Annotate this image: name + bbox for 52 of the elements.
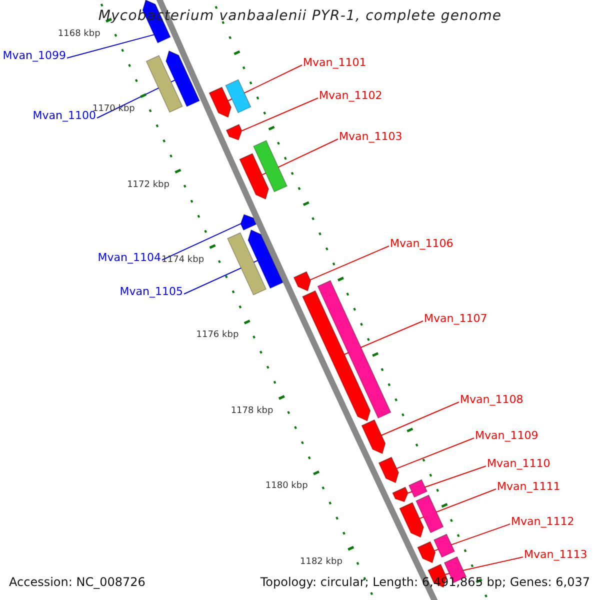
gene-feature — [361, 419, 386, 454]
gene-feature — [248, 229, 284, 289]
gene-label: Mvan_1113 — [524, 548, 588, 562]
feature-bar — [408, 479, 428, 498]
tick-label: 1174 kbp — [162, 254, 204, 268]
gene-feature — [240, 214, 257, 231]
feature-bar — [146, 54, 183, 113]
gene-feature — [392, 486, 408, 502]
gene-label: Mvan_1106 — [390, 237, 454, 251]
tick-label: 1178 kbp — [230, 404, 274, 418]
gene-label: Mvan_1110 — [487, 457, 550, 471]
leader-line — [396, 438, 474, 469]
feature-bar — [225, 79, 252, 114]
gene-feature — [378, 456, 400, 484]
tick-label: 1182 kbp — [300, 556, 342, 569]
gene-feature — [399, 502, 424, 538]
leader-line — [162, 223, 242, 260]
tick-label: 1168 kbp — [58, 28, 100, 41]
gene-feature — [166, 50, 200, 108]
tick-label: 1180 kbp — [265, 480, 308, 494]
feature-bar — [317, 280, 392, 419]
accession-text: Accession: NC_008726 — [9, 575, 146, 589]
leader-line — [434, 524, 510, 552]
gene-feature — [302, 290, 371, 422]
leader-line — [66, 34, 154, 58]
leader-line — [408, 466, 486, 494]
gene-label: Mvan_1108 — [460, 393, 524, 407]
feature-bar — [226, 232, 267, 296]
gene-feature — [208, 86, 232, 118]
feature-bar — [415, 494, 444, 534]
gene-feature — [226, 124, 242, 141]
gene-feature — [293, 271, 312, 292]
gene-label: Mvan_1103 — [339, 130, 402, 144]
gene-label: Mvan_1101 — [303, 56, 366, 70]
feature-bar — [433, 534, 456, 558]
feature-bar — [252, 140, 288, 192]
gene-label: Mvan_1109 — [475, 429, 538, 443]
leader-line — [310, 246, 390, 280]
gene-label: Mvan_1105 — [120, 285, 183, 299]
tick-label: 1172 kbp — [127, 178, 170, 192]
gene-feature — [239, 152, 270, 200]
leader-line — [241, 98, 318, 132]
tick-label: 1176 kbp — [196, 329, 239, 342]
gene-label: Mvan_1102 — [319, 89, 382, 103]
gene-label: Mvan_1107 — [424, 312, 488, 326]
gene-label: Mvan_1111 — [497, 480, 560, 494]
gene-label: Mvan_1112 — [511, 515, 574, 529]
gene-feature — [417, 541, 436, 564]
gene-label: Mvan_1099 — [2, 49, 66, 63]
leader-line — [381, 402, 460, 436]
gene-label: Mvan_1100 — [32, 109, 96, 123]
gene-label: Mvan_1104 — [98, 251, 161, 265]
